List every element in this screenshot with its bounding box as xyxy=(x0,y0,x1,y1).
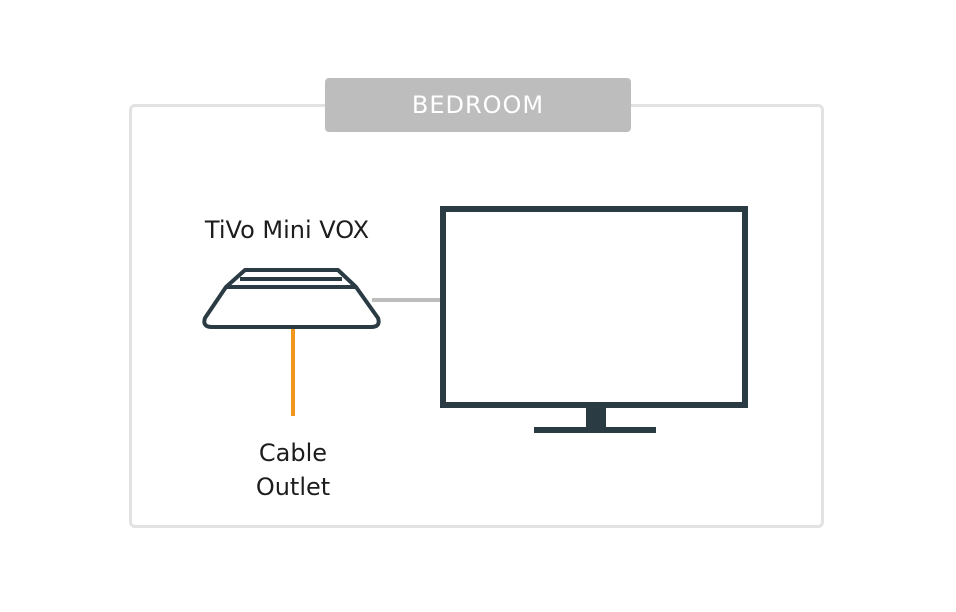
room-label: BEDROOM xyxy=(325,78,631,132)
tivo-mini-icon xyxy=(202,268,381,329)
cable-outlet-label: Cable Outlet xyxy=(213,436,373,504)
device-label: TiVo Mini VOX xyxy=(204,216,370,244)
outlet-label-line1: Cable xyxy=(258,439,328,467)
outlet-label-line2: Outlet xyxy=(255,473,331,501)
television-icon xyxy=(440,206,748,433)
